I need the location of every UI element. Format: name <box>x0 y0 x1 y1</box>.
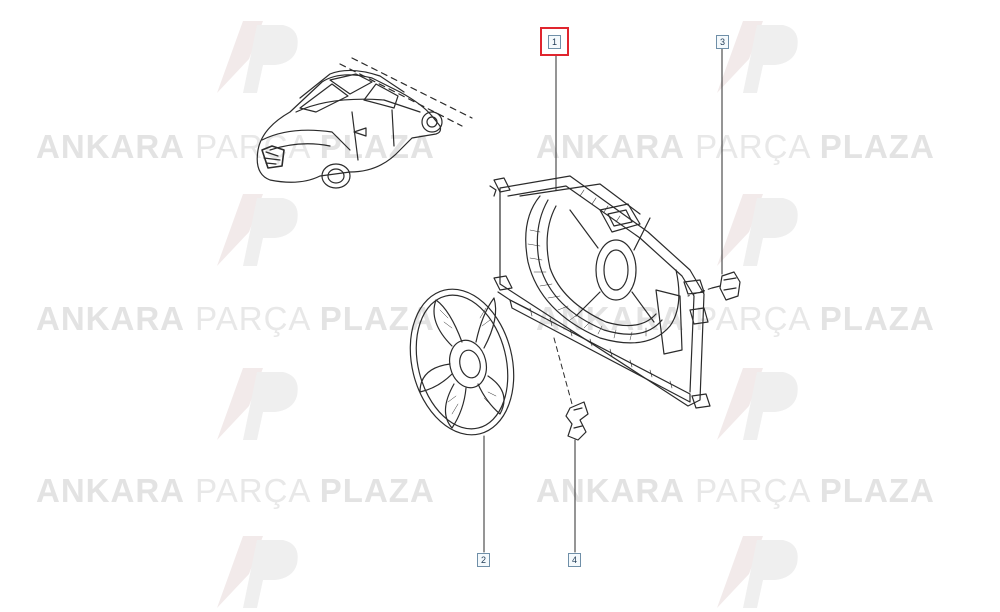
callout-2[interactable]: 2 <box>477 553 490 567</box>
callout-1[interactable]: 1 <box>548 35 561 49</box>
watermark-text: ANKARA PARÇA PLAZA <box>536 300 935 337</box>
leader-lines <box>483 47 723 553</box>
watermark-text: ANKARA PARÇA PLAZA <box>536 472 935 509</box>
watermark-logo <box>717 21 798 93</box>
clip-part <box>565 401 589 441</box>
watermark-logo <box>717 368 798 440</box>
watermark-logo <box>717 536 798 608</box>
watermark-logo <box>217 194 298 266</box>
fan-blade-assembly <box>409 288 515 436</box>
car-locator-illustration <box>256 57 473 189</box>
watermark-logo <box>217 368 298 440</box>
watermark-text: ANKARA PARÇA PLAZA <box>36 300 435 337</box>
callout-3[interactable]: 3 <box>716 35 729 49</box>
watermark-text: ANKARA PARÇA PLAZA <box>36 128 435 165</box>
callout-4[interactable]: 4 <box>568 553 581 567</box>
selected-part-highlight <box>540 27 569 56</box>
watermark-logo <box>217 536 298 608</box>
connector-part <box>711 271 741 301</box>
watermark-text: ANKARA PARÇA PLAZA <box>36 472 435 509</box>
fan-shroud-frame <box>489 175 711 409</box>
watermark-text: ANKARA PARÇA PLAZA <box>536 128 935 165</box>
watermark-logo <box>717 194 798 266</box>
watermark-logo <box>217 21 298 93</box>
